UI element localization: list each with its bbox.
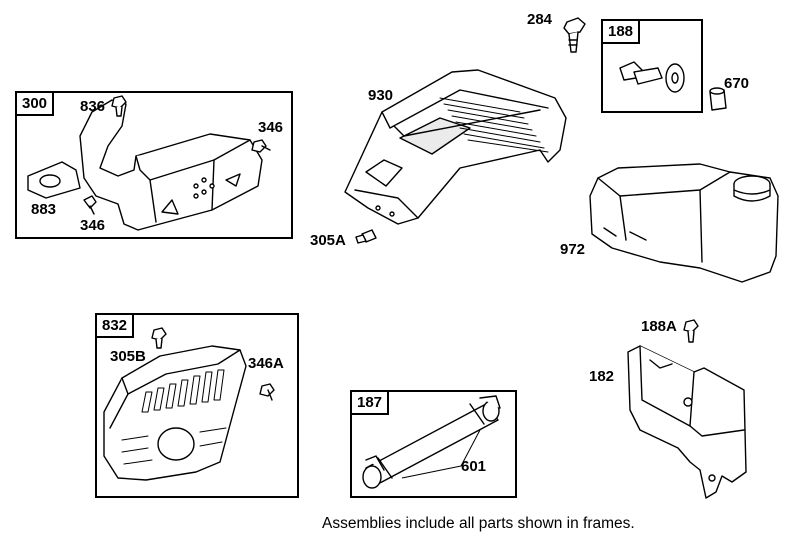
fuel-tank-972	[589, 163, 779, 283]
part-label-182: 182	[589, 368, 615, 385]
bolt-188	[619, 61, 685, 93]
screw-346-upper	[251, 139, 271, 153]
bolt-284	[563, 17, 586, 53]
screw-346A	[259, 383, 275, 401]
part-label-836: 836	[80, 98, 106, 115]
part-label-305A: 305A	[310, 232, 346, 249]
part-930-shroud	[344, 69, 567, 225]
part-label-284: 284	[527, 11, 553, 28]
part-label-346-lower: 346	[80, 217, 106, 234]
assembly-number-832: 832	[95, 313, 135, 338]
part-label-305B: 305B	[110, 348, 146, 365]
assembly-frame-300: 300	[15, 91, 293, 239]
part-label-346A: 346A	[248, 355, 284, 372]
assembly-frame-832: 832	[95, 313, 299, 498]
part-label-188A: 188A	[641, 318, 677, 335]
screw-305A	[355, 229, 377, 244]
assembly-frame-187: 187	[350, 390, 517, 498]
screw-836	[111, 95, 127, 117]
assemblies-caption: Assemblies include all parts shown in fr…	[322, 515, 635, 532]
screw-305B	[151, 327, 167, 349]
bracket-182	[627, 345, 747, 499]
assembly-number-188: 188	[601, 19, 641, 44]
part-label-346-upper: 346	[258, 119, 284, 136]
heat-shield-832	[103, 345, 247, 481]
part-label-883: 883	[31, 201, 57, 218]
part-label-670: 670	[724, 75, 750, 92]
muffler-300	[27, 99, 263, 231]
part-label-972: 972	[560, 241, 586, 258]
sleeve-670	[709, 87, 727, 111]
assembly-number-187: 187	[350, 390, 390, 415]
part-label-601: 601	[461, 458, 487, 475]
screw-346-lower	[83, 195, 97, 215]
tube-187	[362, 395, 501, 489]
part-label-930: 930	[368, 87, 394, 104]
assembly-number-300: 300	[15, 91, 55, 116]
bolt-188A	[683, 319, 699, 343]
assembly-frame-188: 188	[601, 19, 703, 113]
